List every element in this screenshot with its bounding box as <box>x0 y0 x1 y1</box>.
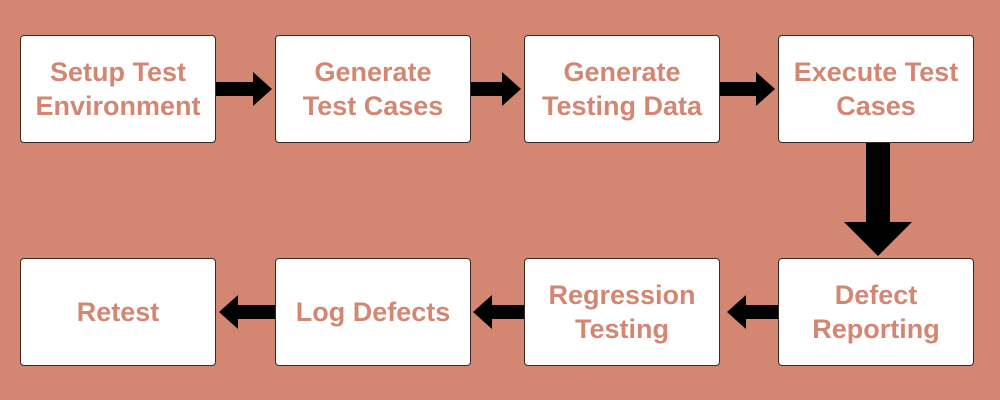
step-label: Generate Test Cases <box>302 57 444 121</box>
step-label: Execute Test Cases <box>793 57 959 121</box>
step-label: Retest <box>76 297 160 327</box>
step-regression-testing: Regression Testing <box>524 258 720 366</box>
step-defect-reporting: Defect Reporting <box>778 258 974 366</box>
arrow-left-icon <box>219 295 275 329</box>
step-log-defects: Log Defects <box>275 258 471 366</box>
step-generate-testing-data: Generate Testing Data <box>524 35 720 143</box>
arrow-right-icon <box>216 72 272 106</box>
step-label: Regression Testing <box>548 280 696 344</box>
step-generate-test-cases: Generate Test Cases <box>275 35 471 143</box>
step-label: Log Defects <box>295 297 451 327</box>
step-execute-test-cases: Execute Test Cases <box>778 35 974 143</box>
arrow-right-icon <box>471 72 521 106</box>
step-setup-test-environment: Setup Test Environment <box>20 35 216 143</box>
arrow-left-icon <box>473 295 524 329</box>
arrow-right-icon <box>720 72 775 106</box>
arrow-down-icon <box>844 143 912 256</box>
step-retest: Retest <box>20 258 216 366</box>
arrow-left-icon <box>727 295 778 329</box>
step-label: Defect Reporting <box>812 280 940 344</box>
step-label: Generate Testing Data <box>541 57 703 121</box>
step-label: Setup Test Environment <box>35 57 201 121</box>
